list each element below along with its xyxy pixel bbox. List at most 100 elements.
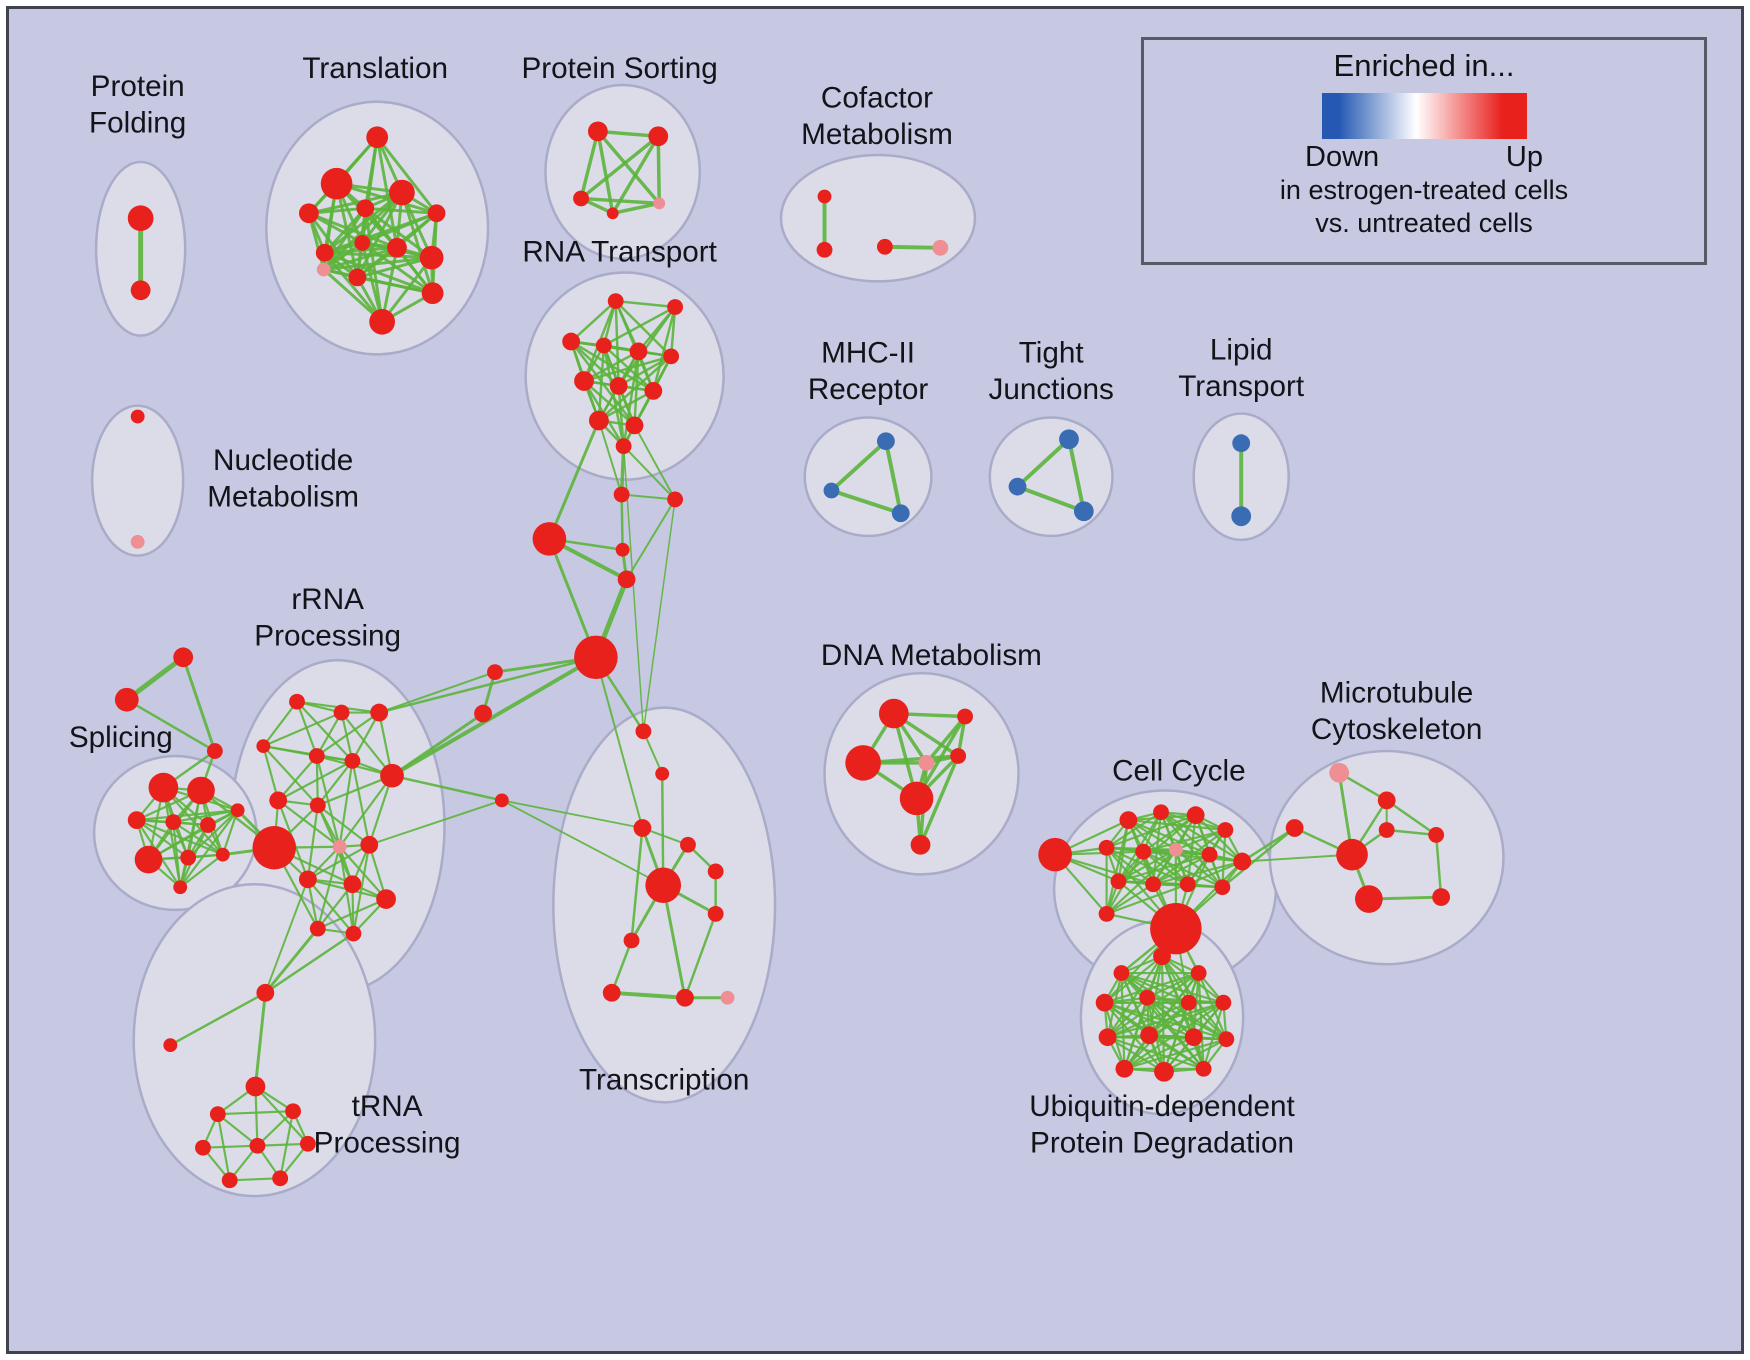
cluster-trna-label: Processing <box>314 1127 461 1160</box>
cluster-tight_junctions-label: Tight <box>1019 336 1085 369</box>
edge <box>610 939 633 995</box>
edge <box>135 809 239 822</box>
edge <box>377 656 598 714</box>
node-lipid_transport-0 <box>1232 434 1251 453</box>
edge <box>375 135 439 215</box>
node-splicing-8 <box>215 847 230 862</box>
edge <box>390 774 504 802</box>
edge <box>579 129 600 201</box>
node-protein_sorting-2 <box>573 190 589 207</box>
edge <box>660 772 665 887</box>
node-ubiquitin-3 <box>1095 993 1114 1012</box>
edge <box>355 256 434 279</box>
node-ubiquitin-7 <box>1098 1028 1117 1047</box>
edge <box>315 711 343 758</box>
edge <box>1105 814 1197 849</box>
edge <box>351 711 381 763</box>
node-connectors-10 <box>114 687 139 712</box>
edge <box>625 498 677 581</box>
edge <box>1015 437 1071 489</box>
node-trna-2 <box>245 1076 266 1097</box>
cluster-mhc-label: MHC-II <box>821 336 915 369</box>
node-rrna-5 <box>344 753 361 769</box>
edge <box>1241 853 1354 863</box>
nodes-layer <box>114 121 1451 1189</box>
edge <box>1106 1001 1190 1039</box>
node-trna-4 <box>285 1103 301 1120</box>
node-connectors-0 <box>613 486 630 503</box>
node-transcription-5 <box>645 867 682 904</box>
cluster-rna_transport-label: RNA Transport <box>522 236 717 269</box>
cluster-tight_junctions-ellipse <box>988 416 1114 538</box>
edge <box>295 700 354 763</box>
edge <box>181 655 217 753</box>
node-dna_metabolism-1 <box>957 708 973 725</box>
edge <box>622 445 677 501</box>
edge <box>338 774 394 848</box>
cluster-cofactor-label: Cofactor <box>821 82 933 115</box>
node-rrna-6 <box>380 763 404 788</box>
node-dna_metabolism-0 <box>878 698 909 729</box>
node-splicing-6 <box>134 845 163 874</box>
edge <box>683 912 717 999</box>
node-cofactor-3 <box>932 239 949 256</box>
node-microtubule-6 <box>1355 885 1383 913</box>
edge <box>262 745 280 802</box>
legend-gradient-bar <box>1321 93 1527 139</box>
node-translation-9 <box>419 245 444 270</box>
node-rna_transport-1 <box>667 299 683 315</box>
edge <box>579 196 661 206</box>
cluster-mhc-label: Receptor <box>808 373 929 406</box>
node-transcription-0 <box>635 723 652 740</box>
edge <box>380 256 434 324</box>
edge <box>620 493 677 501</box>
node-cell_cycle-14 <box>1150 903 1202 955</box>
legend-ends-row: Down Up <box>1305 141 1543 174</box>
node-ubiquitin-13 <box>1195 1060 1212 1077</box>
edge <box>829 488 903 516</box>
node-ubiquitin-0 <box>1153 947 1171 966</box>
node-microtubule-4 <box>1378 822 1395 838</box>
node-ubiquitin-10 <box>1218 1031 1235 1048</box>
edge <box>633 424 677 501</box>
node-rrna-12 <box>298 870 317 889</box>
cluster-ubiquitin-label: Protein Degradation <box>1030 1127 1294 1160</box>
edge <box>295 700 318 758</box>
edge <box>340 711 354 763</box>
edge <box>172 821 182 889</box>
node-cell_cycle-8 <box>1201 846 1218 863</box>
node-connectors-7 <box>474 704 492 723</box>
cluster-rrna-label: rRNA <box>291 583 364 616</box>
edge <box>322 256 434 271</box>
node-microtubule-7 <box>1432 888 1451 906</box>
node-splicing-2 <box>127 811 146 830</box>
edge <box>1148 1001 1225 1037</box>
node-rrna-16 <box>345 925 362 942</box>
edge <box>1162 1038 1228 1073</box>
edge <box>1385 799 1438 837</box>
node-ubiquitin-4 <box>1139 989 1156 1006</box>
node-ubiquitin-9 <box>1184 1028 1203 1047</box>
node-mhc-1 <box>823 482 840 499</box>
edge <box>1152 853 1211 886</box>
edge <box>315 711 381 758</box>
edge <box>368 774 394 846</box>
node-trna-5 <box>195 1139 211 1156</box>
edge <box>1146 971 1200 999</box>
edge <box>256 1110 295 1147</box>
node-tight_junctions-2 <box>1073 501 1094 522</box>
edge <box>306 843 371 881</box>
edge <box>596 129 660 139</box>
node-transcription-9 <box>676 988 694 1007</box>
edge <box>277 754 318 802</box>
node-rna_transport-3 <box>595 337 612 354</box>
edge <box>569 299 617 343</box>
node-rrna-3 <box>256 739 271 754</box>
node-lipid_transport-1 <box>1231 506 1252 527</box>
node-rrna-9 <box>252 826 297 870</box>
cluster-protein_folding-label: Folding <box>89 106 186 139</box>
edge <box>262 700 299 748</box>
node-translation-10 <box>316 262 331 277</box>
node-cell_cycle-3 <box>1186 806 1205 825</box>
node-trna-7 <box>299 1135 316 1152</box>
